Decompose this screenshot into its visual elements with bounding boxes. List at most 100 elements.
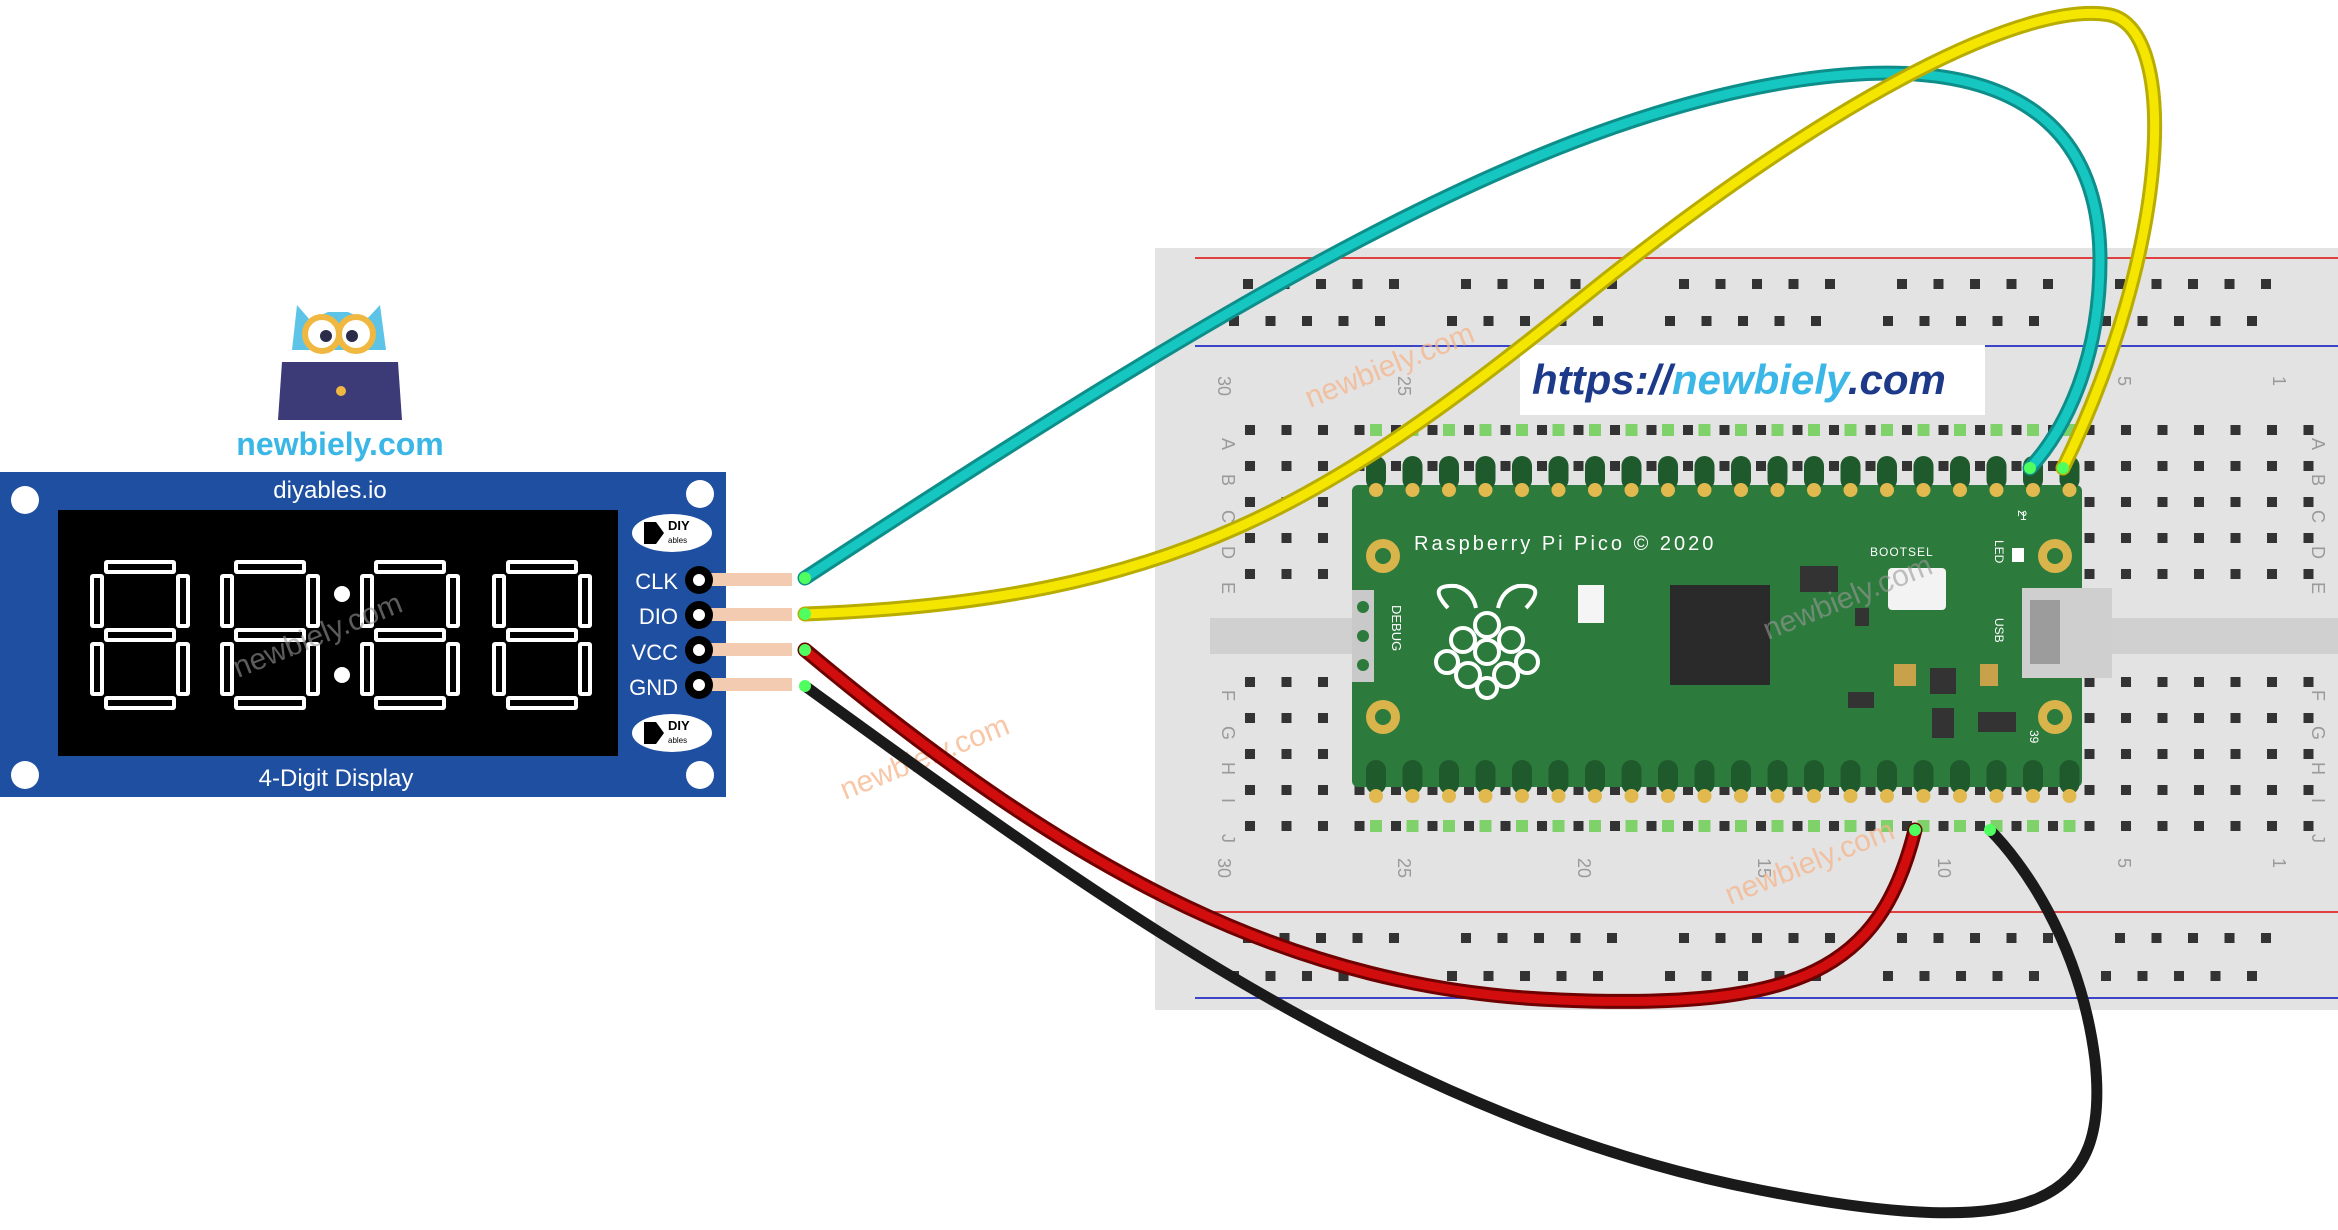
breadboard-hole [1281, 569, 1292, 579]
breadboard-hole-connected [1881, 424, 1893, 436]
breadboard-hole-connected [1844, 424, 1857, 436]
breadboard-hole [2157, 749, 2168, 759]
breadboard-hole [2267, 749, 2277, 759]
breadboard-hole [2194, 425, 2204, 435]
wire-end-dot [1909, 824, 1921, 836]
breadboard-hole-connected [1516, 424, 1528, 436]
breadboard-hole [1537, 785, 1547, 795]
power-rail-hole [1897, 279, 1907, 289]
breadboard-hole [2230, 785, 2241, 795]
power-rail-hole [1738, 316, 1748, 326]
pico-pin [1731, 456, 1751, 490]
power-rail-hole [2029, 971, 2039, 981]
usb-label: USB [1992, 618, 2006, 643]
pico-pin [1950, 456, 1970, 490]
breadboard-hole-connected [1808, 424, 1820, 436]
power-rail-hole [1788, 279, 1799, 289]
breadboard-hole [2121, 821, 2131, 831]
breadboard-hole [2267, 677, 2277, 687]
power-rail-hole [1570, 933, 1581, 943]
breadboard-hole [2303, 821, 2314, 831]
breadboard-hole [2048, 785, 2058, 795]
breadboard-hole [1391, 821, 1401, 831]
breadboard-hole [2157, 821, 2168, 831]
pico-pin [1694, 760, 1715, 794]
segment-g-inner [238, 632, 302, 638]
row-letter-left-a: A [1218, 438, 1238, 450]
power-rail-hole [1302, 971, 1312, 981]
col-number-bottom-15: 15 [1754, 858, 1774, 878]
row-letter-left-f: F [1218, 690, 1238, 701]
pico-pin-pad [1588, 789, 1602, 803]
breadboard-hole [1938, 425, 1949, 435]
breadboard-hole [1646, 785, 1657, 795]
breadboard-hole [2121, 461, 2131, 471]
power-rail-hole [1607, 933, 1617, 943]
pico-pin [2023, 760, 2043, 794]
breadboard-hole [1902, 821, 1912, 831]
pico-pin [1767, 456, 1788, 490]
url-banner-prefix: https:// [1532, 356, 1676, 403]
segment-c-inner [450, 646, 456, 692]
wire-end-dot [2024, 462, 2036, 474]
breadboard-hole-connected [1771, 424, 1784, 436]
breadboard-hole [1500, 425, 1511, 435]
breadboard-hole-connected [2027, 820, 2039, 832]
row-letter-right-d: D [2308, 546, 2328, 559]
breadboard-hole [1500, 461, 1511, 471]
segment-a-inner [510, 564, 574, 570]
pico-pin [1512, 456, 1532, 490]
power-rail-hole [1774, 316, 1785, 326]
power-rail-hole [1520, 971, 1530, 981]
wire-endpoints [799, 462, 2069, 836]
breadboard-hole [2157, 533, 2168, 543]
breadboard-hole [2121, 497, 2131, 507]
breadboard-hole [1792, 461, 1803, 471]
power-rail-hole [2188, 279, 2198, 289]
url-banner-domain: newbiely [1672, 356, 1852, 403]
power-rail-hole [1883, 971, 1893, 981]
breadboard-hole [1318, 497, 1328, 507]
breadboard-hole [1865, 785, 1876, 795]
pico-pin [1402, 760, 1423, 794]
pico-pin [1694, 456, 1715, 490]
power-rail-hole [2210, 971, 2221, 981]
wires [797, 5, 2163, 1219]
segment-c-inner [310, 646, 316, 692]
breadboard-hole [1318, 821, 1328, 831]
wire-gnd [799, 680, 2103, 1219]
power-rail-hole [1316, 279, 1326, 289]
breadboard-hole [1464, 821, 1474, 831]
col-number-top-25: 25 [1394, 376, 1414, 396]
pico-pin-pad [1515, 483, 1529, 497]
power-rail-hole [1352, 933, 1363, 943]
breadboard-hole [2267, 713, 2277, 723]
breadboard-hole [1281, 713, 1292, 723]
row-letter-left-e: E [1218, 582, 1238, 594]
breadboard-hole [1610, 425, 1620, 435]
breadboard-hole [2084, 533, 2095, 543]
breadboard-hole [1683, 425, 1693, 435]
bootsel-button[interactable] [1888, 568, 1946, 610]
breadboard-hole [1281, 785, 1292, 795]
breadboard-hole [2157, 677, 2168, 687]
power-rail-hole [1825, 279, 1835, 289]
pico-pin-pad [1697, 789, 1712, 803]
capacitor [1894, 664, 1916, 686]
col-number-top-5: 5 [2114, 376, 2134, 386]
row-letter-right-b: B [2308, 474, 2328, 486]
mounting-hole-center [1375, 548, 1391, 564]
pico-pin-pad [1734, 483, 1748, 497]
pico-pin [1439, 456, 1459, 490]
power-rail-hole [1956, 316, 1966, 326]
breadboard-hole [1318, 425, 1328, 435]
segment-a-inner [238, 564, 302, 570]
breadboard-hole [1756, 461, 1766, 471]
breadboard-hole [2011, 461, 2022, 471]
breadboard-hole [1683, 461, 1693, 471]
breadboard-hole [2194, 785, 2204, 795]
power-rail-hole [2115, 933, 2125, 943]
breadboard-hole [2084, 677, 2095, 687]
breadboard-hole [1245, 821, 1255, 831]
